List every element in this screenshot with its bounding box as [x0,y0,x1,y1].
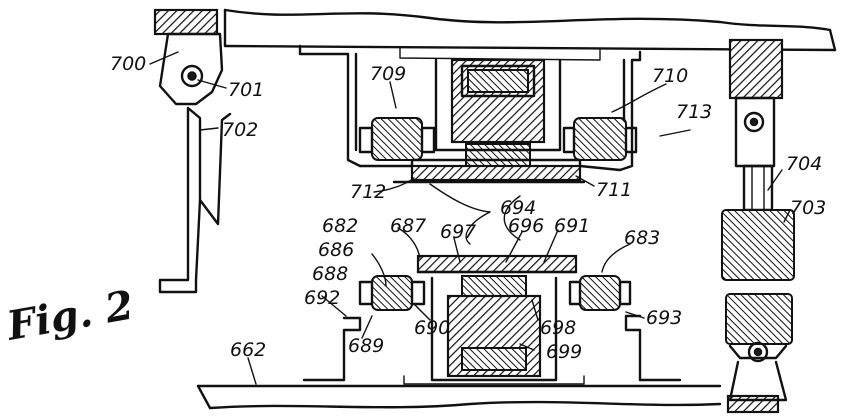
leader-lines [149,51,791,385]
ref-683: 683 [624,227,660,249]
ref-702: 702 [222,119,258,141]
ref-689: 689 [348,335,384,357]
upper-carriage [298,44,642,245]
ref-696: 696 [508,215,544,237]
ref-704: 704 [786,153,822,175]
ref-703: 703 [790,197,826,219]
ref-711: 711 [596,179,632,201]
ref-699: 699 [546,341,582,363]
ref-692: 692 [304,287,340,309]
ref-693: 693 [646,307,682,329]
ref-682: 682 [322,215,358,237]
lower-carriage [302,254,682,385]
reference-labels: 700 701 702 709 710 713 712 711 694 682 … [110,53,826,363]
ref-698: 698 [540,317,576,339]
ref-694: 694 [500,197,536,219]
ref-697: 697 [440,221,476,243]
ref-710: 710 [652,65,688,87]
ref-709: 709 [370,63,406,85]
ref-690: 690 [414,317,450,339]
ref-713: 713 [676,101,712,123]
figure-label: Fig. 2 [3,281,137,350]
ref-662: 662 [230,339,266,361]
ref-688: 688 [312,263,348,285]
ref-691: 691 [554,215,590,237]
left-bracket [158,32,232,294]
ref-686: 686 [318,239,354,261]
ref-701: 701 [228,79,264,101]
right-column [721,96,795,402]
ref-712: 712 [350,181,386,203]
ref-687: 687 [390,215,426,237]
floor-rail [196,384,780,414]
ref-700: 700 [110,53,146,75]
